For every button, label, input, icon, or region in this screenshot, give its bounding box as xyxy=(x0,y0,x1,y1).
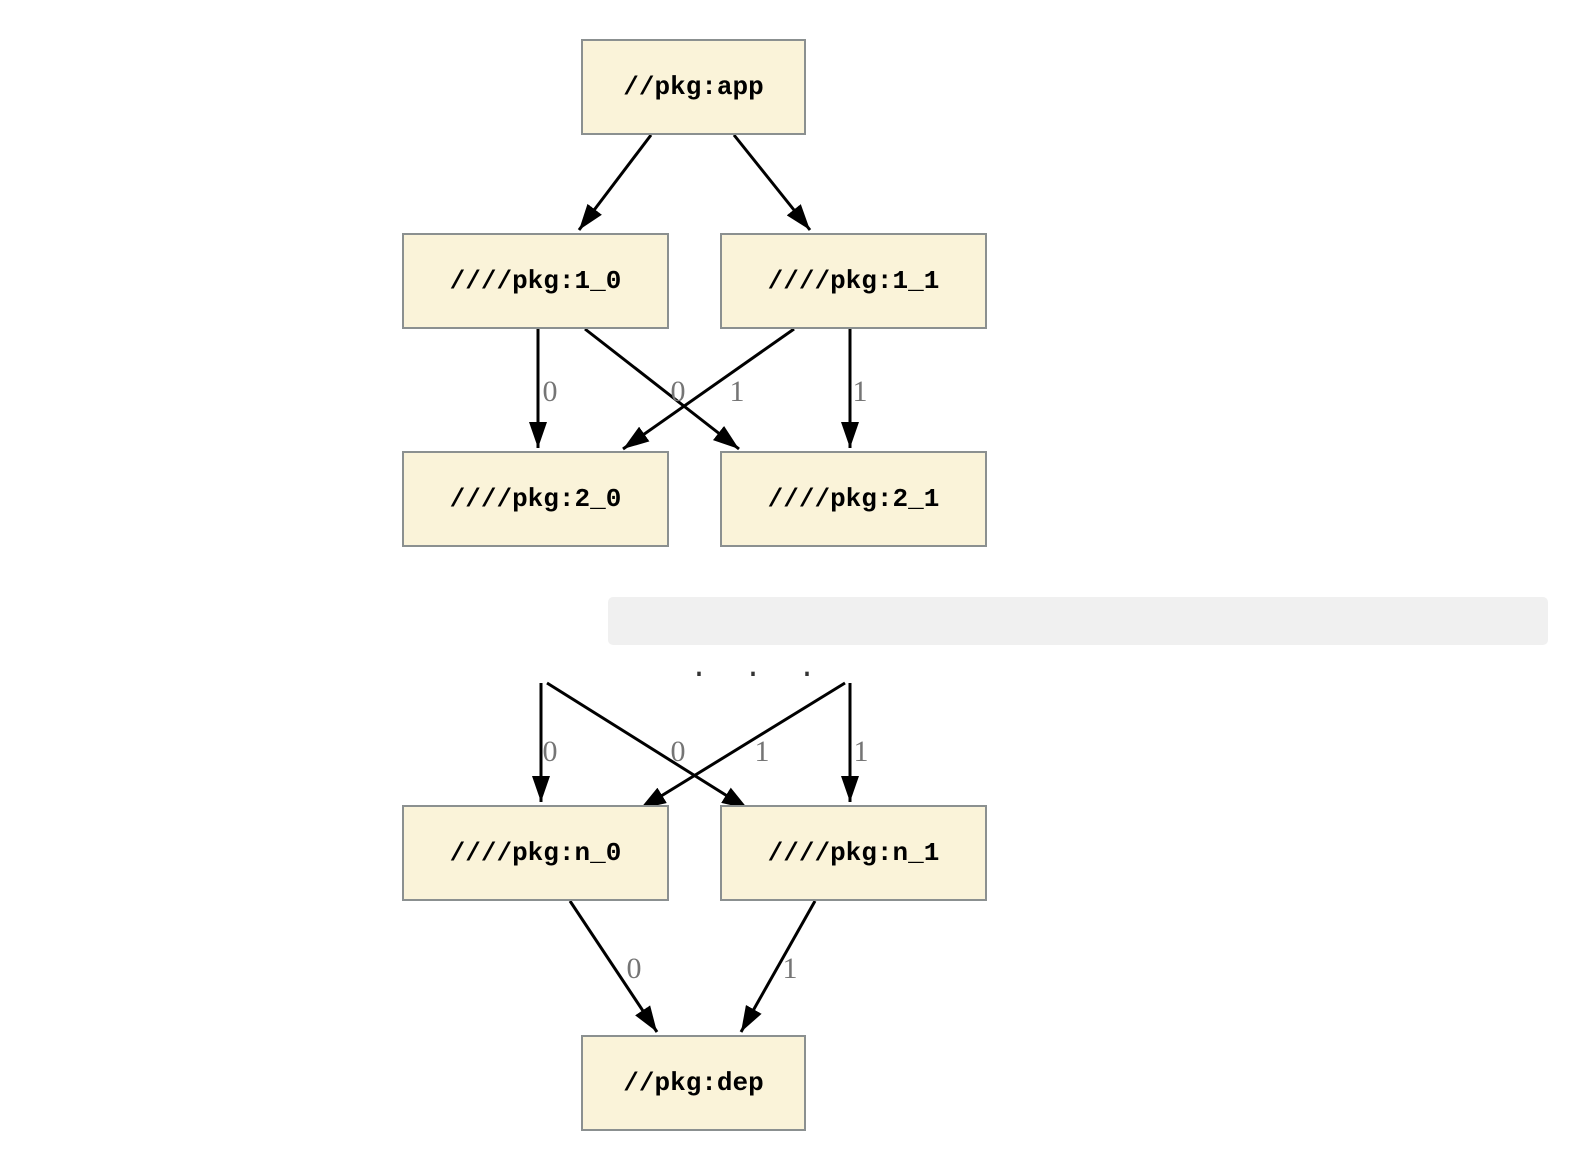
node-pkg-2-0: ////pkg:2_0 xyxy=(402,451,669,547)
node-pkg-1-0: ////pkg:1_0 xyxy=(402,233,669,329)
edge-label-dots-to-n-0: 0 xyxy=(542,735,558,768)
node-pkg-n-0: ////pkg:n_0 xyxy=(402,805,669,901)
ellipsis-band: . . . xyxy=(608,597,1548,686)
edge-label-1-0-to-2-0: 0 xyxy=(542,375,558,408)
ellipsis-dots: . . . xyxy=(690,652,817,686)
node-pkg-app: //pkg:app xyxy=(581,39,806,135)
edge-1-0-to-2-1 xyxy=(584,327,740,451)
node-pkg-n-1: ////pkg:n_1 xyxy=(720,805,987,901)
node-pkg-2-1: ////pkg:2_1 xyxy=(720,451,987,547)
edge-dots-to-n-1-cross xyxy=(546,681,749,811)
edge-label-dots-to-n-0-cross: 0 xyxy=(670,735,686,768)
edge-label-n-1-to-dep: 1 xyxy=(782,952,798,985)
edge-dots-to-n-0-cross xyxy=(639,681,846,811)
edge-app-to-1-1 xyxy=(732,134,812,231)
edge-label-dots-to-n-1-cross: 1 xyxy=(754,735,770,768)
edge-label-1-0-to-2-1: 1 xyxy=(729,375,745,408)
edge-label-n-0-to-dep: 0 xyxy=(626,952,642,985)
edge-label-1-1-to-2-0: 0 xyxy=(670,375,686,408)
edge-n-0-to-dep xyxy=(568,900,659,1033)
edge-label-dots-to-n-1: 1 xyxy=(853,735,869,768)
edge-app-to-1-0 xyxy=(577,134,653,231)
edge-1-1-to-2-0 xyxy=(622,327,795,451)
edge-n-1-to-dep xyxy=(739,900,817,1033)
node-pkg-dep: //pkg:dep xyxy=(581,1035,806,1131)
edge-label-1-1-to-2-1: 1 xyxy=(852,375,868,408)
node-pkg-1-1: ////pkg:1_1 xyxy=(720,233,987,329)
